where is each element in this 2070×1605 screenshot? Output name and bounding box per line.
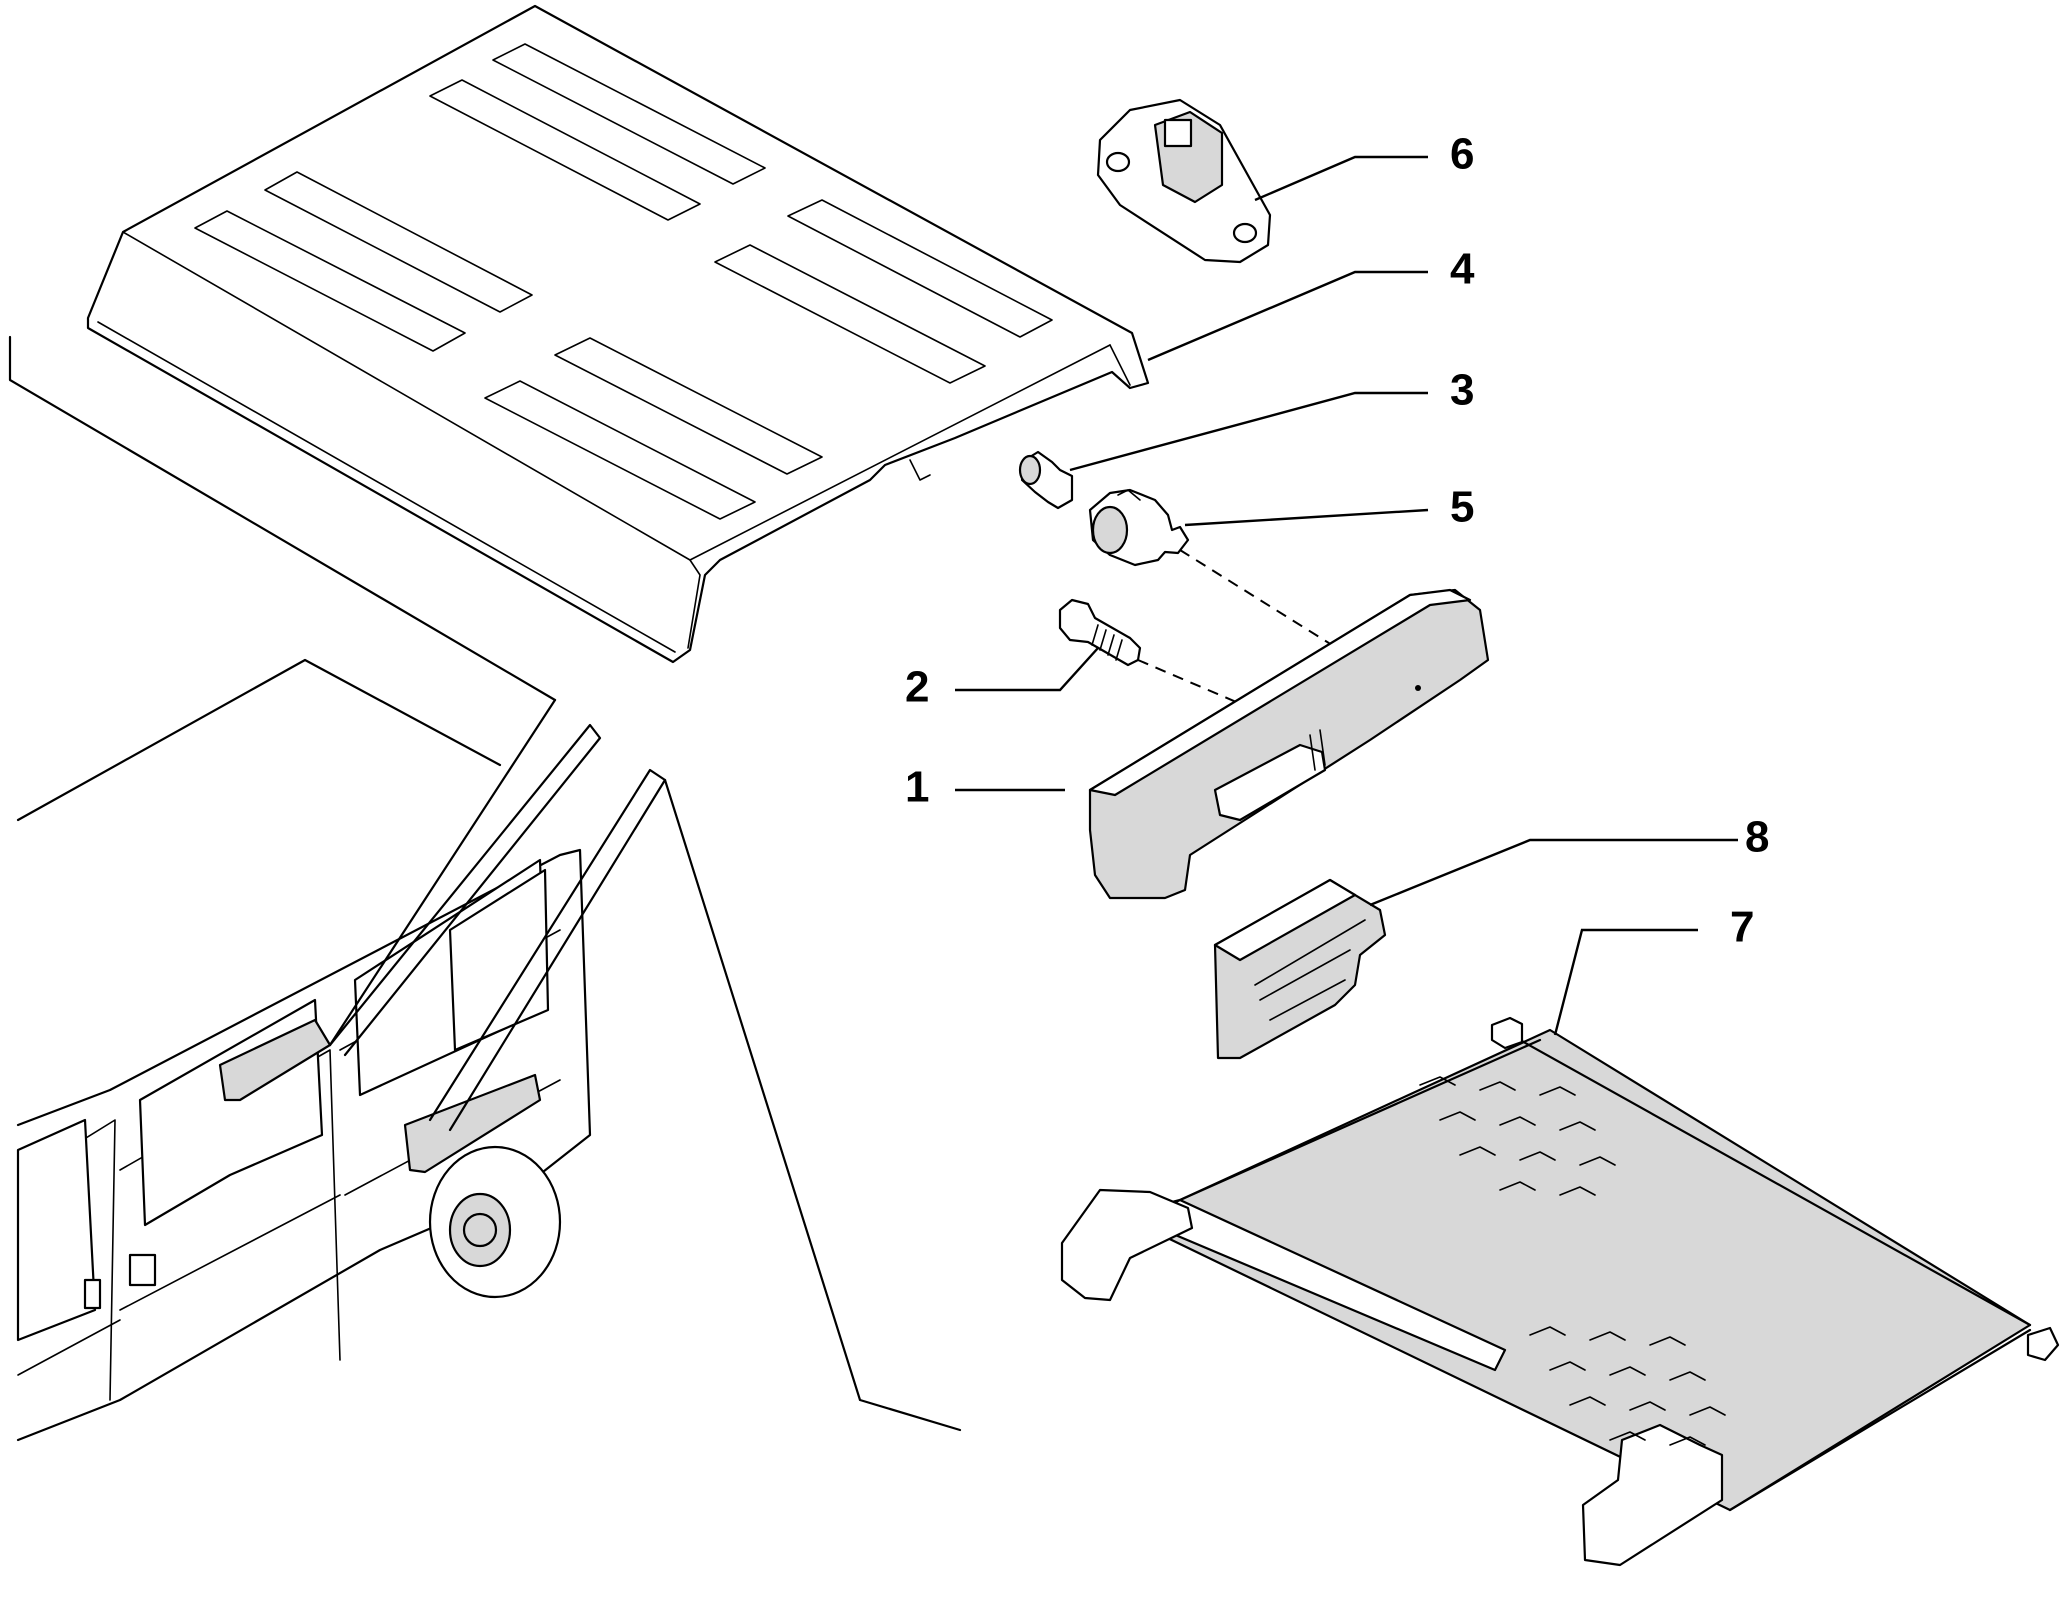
roof-panel xyxy=(86,4,1150,664)
van-illustration xyxy=(8,335,962,1442)
callout-1: 1 xyxy=(905,763,929,812)
part-3-screw xyxy=(1018,450,1074,510)
leader-line-7 xyxy=(1553,928,1698,1036)
callout-4: 4 xyxy=(1450,245,1475,294)
callout-6: 6 xyxy=(1450,130,1474,179)
part-8-rail-block xyxy=(1213,878,1387,1060)
leader-line-4 xyxy=(1147,270,1428,362)
part-1-door-handle xyxy=(1088,588,1490,900)
callout-labels: 6 4 3 5 2 1 8 7 xyxy=(905,130,1769,952)
leader-lines xyxy=(955,155,1738,1036)
part-7-roller-blind xyxy=(1060,1016,2060,1567)
callout-7: 7 xyxy=(1730,903,1754,952)
part-2-bolt xyxy=(1058,598,1142,667)
callout-2: 2 xyxy=(905,663,929,712)
leader-line-6 xyxy=(1254,155,1428,202)
callout-3: 3 xyxy=(1450,366,1474,415)
callout-8: 8 xyxy=(1745,813,1769,862)
callout-5: 5 xyxy=(1450,483,1474,532)
leader-line-5 xyxy=(1184,508,1429,527)
leader-line-3 xyxy=(1069,391,1428,472)
part-5-lock-cylinder xyxy=(1088,488,1190,567)
leader-line-8 xyxy=(1369,838,1738,907)
leader-line-2 xyxy=(955,647,1099,692)
part-6-mount-bracket xyxy=(1096,98,1272,264)
